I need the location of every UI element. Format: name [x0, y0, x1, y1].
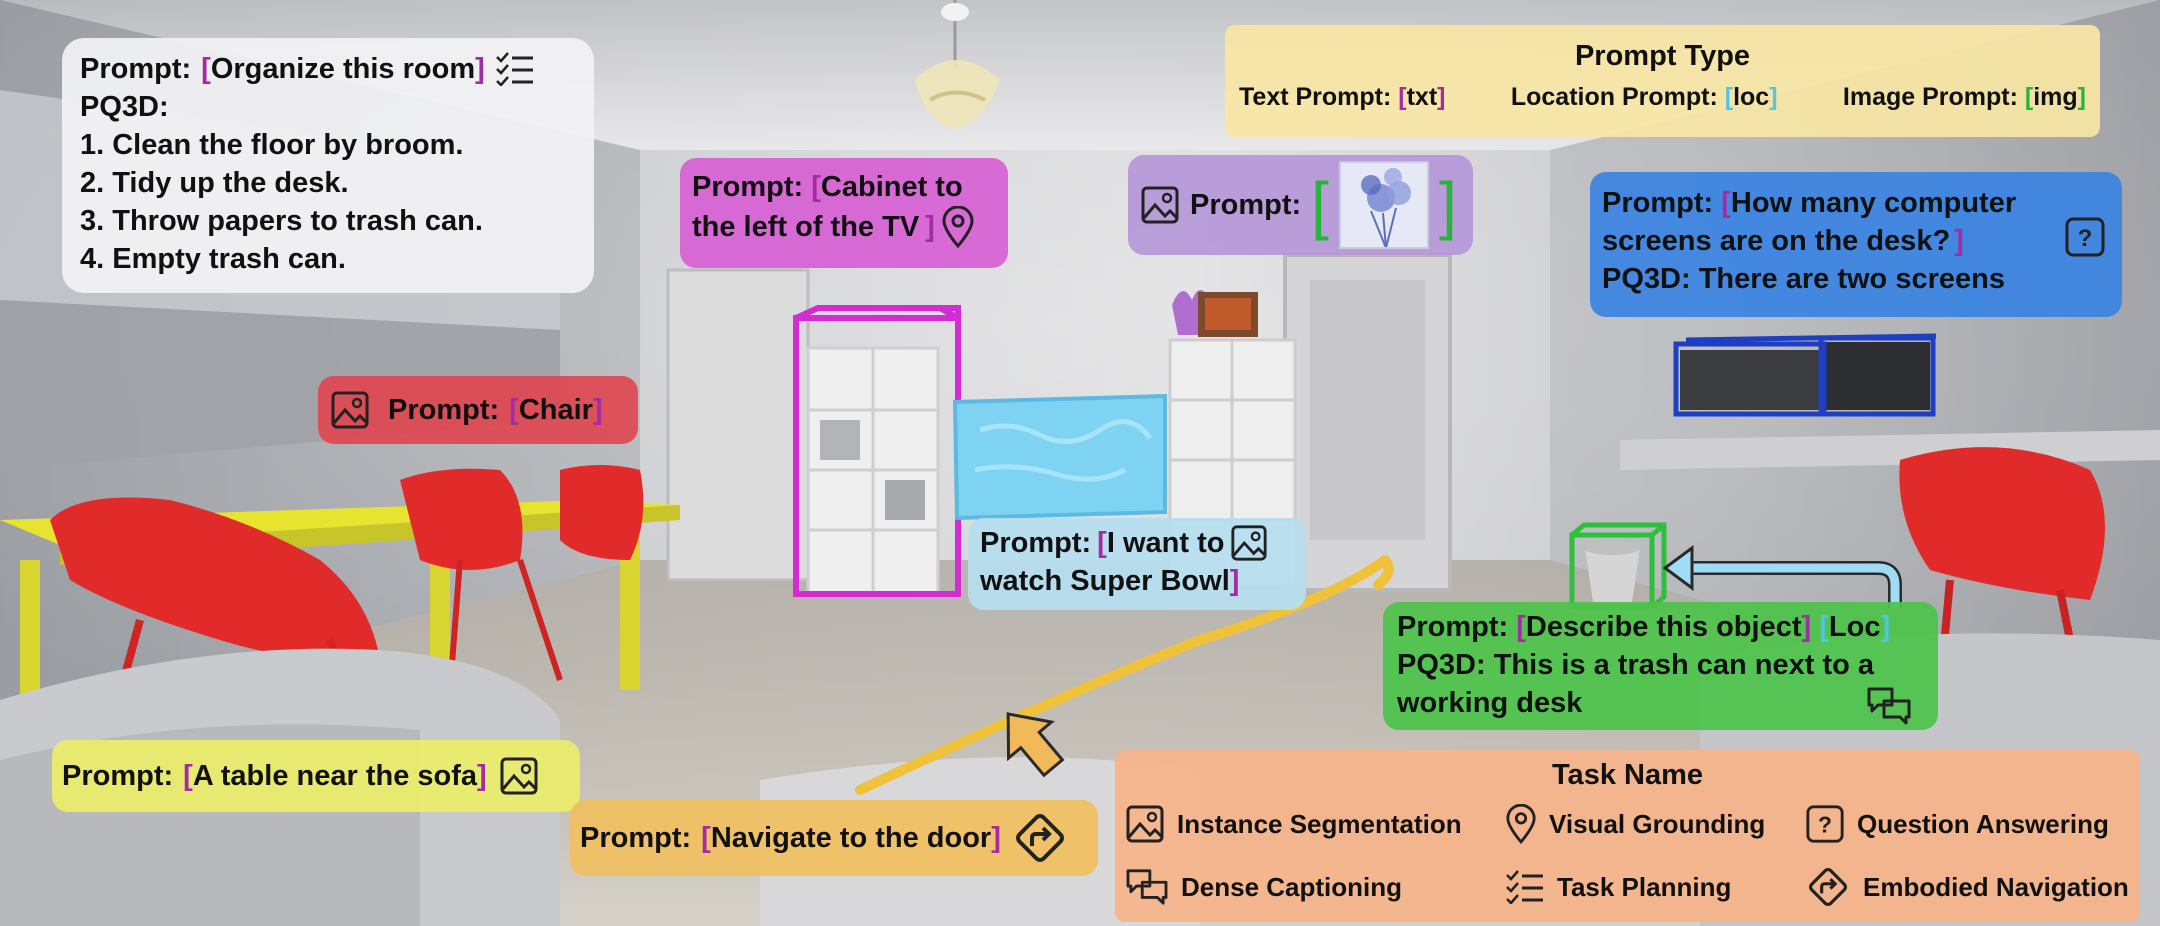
- image-icon: [1230, 524, 1268, 562]
- image-icon: [330, 390, 370, 430]
- question-box-icon: ?: [1805, 804, 1845, 844]
- task-name-title: Task Name: [1552, 759, 1703, 791]
- table-grounding-callout: Prompt: [A table near the sofa]: [52, 740, 580, 812]
- cabinet-prompt-line2: the left of the TV: [692, 211, 920, 243]
- legend-question-answering: ? Question Answering: [1805, 804, 2145, 844]
- prompt-image-thumbnail: [1338, 161, 1429, 249]
- plan-step: 4. Empty trash can.: [80, 243, 346, 275]
- tv-prompt-line1: I want to: [1106, 527, 1225, 559]
- svg-text:?: ?: [1818, 812, 1832, 838]
- tv-grounding-callout: Prompt: [I want to watch Super Bowl]: [968, 518, 1306, 610]
- caption-prompt: Describe this object: [1525, 611, 1802, 643]
- caption-answer-line2: working desk: [1397, 687, 1583, 719]
- task-name-panel: Task Name Instance Segmentation Visual G…: [1115, 750, 2140, 922]
- caption-loc-token: Loc: [1828, 611, 1881, 643]
- chat-bubbles-icon: [1866, 686, 1912, 726]
- navigation-arrow-icon: [1006, 712, 1065, 778]
- question-answering-callout: Prompt: [How many computer screens are o…: [1590, 172, 2122, 317]
- legend-dense-captioning: Dense Captioning: [1125, 864, 1505, 910]
- question-box-icon: ?: [2064, 216, 2106, 258]
- prompt-type-panel: Prompt Type Text Prompt: [txt] Location …: [1225, 25, 2100, 137]
- plan-step: 2. Tidy up the desk.: [80, 167, 349, 199]
- checklist-icon: [495, 52, 535, 86]
- qa-answer: There are two screens: [1698, 263, 2005, 295]
- task-planning-prompt: Organize this room: [210, 53, 476, 85]
- text-prompt-legend: Text Prompt: [txt]: [1239, 83, 1446, 111]
- navigation-path-end: [1373, 555, 1394, 590]
- tv: [952, 393, 1167, 521]
- plan-step: 1. Clean the floor by broom.: [80, 129, 464, 161]
- instance-segmentation-callout: Prompt: [Chair]: [318, 376, 638, 444]
- location-arrow: [1662, 545, 1902, 608]
- image-icon: [1125, 804, 1165, 844]
- qa-prompt-line1: How many computer: [1730, 187, 2017, 219]
- text-prompt-token: txt: [1406, 83, 1438, 111]
- legend-instance-segmentation: Instance Segmentation: [1125, 804, 1505, 844]
- pq3d-label: PQ3D:: [80, 91, 169, 123]
- caption-answer-line1: This is a trash can next to a: [1493, 649, 1875, 681]
- left-cabinet: [806, 346, 940, 595]
- visual-grounding-callout: Prompt: [Cabinet to the left of the TV]: [680, 158, 1008, 268]
- location-prompt-legend: Location Prompt: [loc]: [1510, 83, 1778, 111]
- trash-can: [1584, 541, 1640, 602]
- image-icon: [499, 756, 539, 796]
- dense-captioning-callout: Prompt: [Describe this object] [Loc] PQ3…: [1383, 602, 1938, 730]
- legend-visual-grounding: Visual Grounding: [1505, 804, 1805, 844]
- embodied-navigation-callout: Prompt: [Navigate to the door]: [570, 800, 1098, 876]
- chat-bubbles-icon: [1125, 868, 1169, 906]
- location-pin-icon: [941, 206, 975, 248]
- navigation-path: [855, 555, 1390, 795]
- chair-prompt: Chair: [518, 394, 593, 426]
- image-prompt-legend: Image Prompt: [img]: [1842, 83, 2086, 111]
- prompt-label: Prompt:: [80, 53, 192, 85]
- plan-step: 3. Throw papers to trash can.: [80, 205, 483, 237]
- image-prompt-token: img: [2033, 83, 2078, 111]
- qa-prompt-line2: screens are on the desk?: [1602, 225, 1951, 257]
- location-prompt-token: loc: [1733, 83, 1770, 111]
- legend-embodied-navigation: Embodied Navigation: [1805, 864, 2145, 910]
- cabinet-prompt-line1: Cabinet to: [820, 171, 963, 203]
- nav-prompt: Navigate to the door: [710, 822, 992, 854]
- back-door-left: [666, 268, 810, 582]
- monitor-bbox: [1673, 333, 1937, 417]
- turn-sign-icon: [1805, 864, 1851, 910]
- image-prompt-bracket-close: ]: [1438, 169, 1457, 241]
- image-prompt-callout: Prompt: [ ]: [1128, 155, 1473, 255]
- legend-task-planning: Task Planning: [1505, 864, 1805, 910]
- image-prompt-bracket-open: [: [1311, 169, 1329, 241]
- table-prompt: A table near the sofa: [192, 760, 478, 792]
- svg-text:?: ?: [2078, 225, 2093, 252]
- image-prompt-label: Prompt:: [1190, 189, 1302, 221]
- image-icon: [1140, 185, 1180, 225]
- ceiling-lamp: [915, 0, 1000, 130]
- turn-sign-icon: [1011, 809, 1069, 867]
- location-pin-icon: [1505, 804, 1537, 844]
- task-planning-callout: Prompt: [Organize this room] PQ3D: 1. Cl…: [62, 38, 594, 293]
- tv-prompt-line2: watch Super Bowl: [980, 565, 1230, 597]
- checklist-icon: [1505, 870, 1545, 904]
- prompt-type-title: Prompt Type: [1574, 40, 1751, 72]
